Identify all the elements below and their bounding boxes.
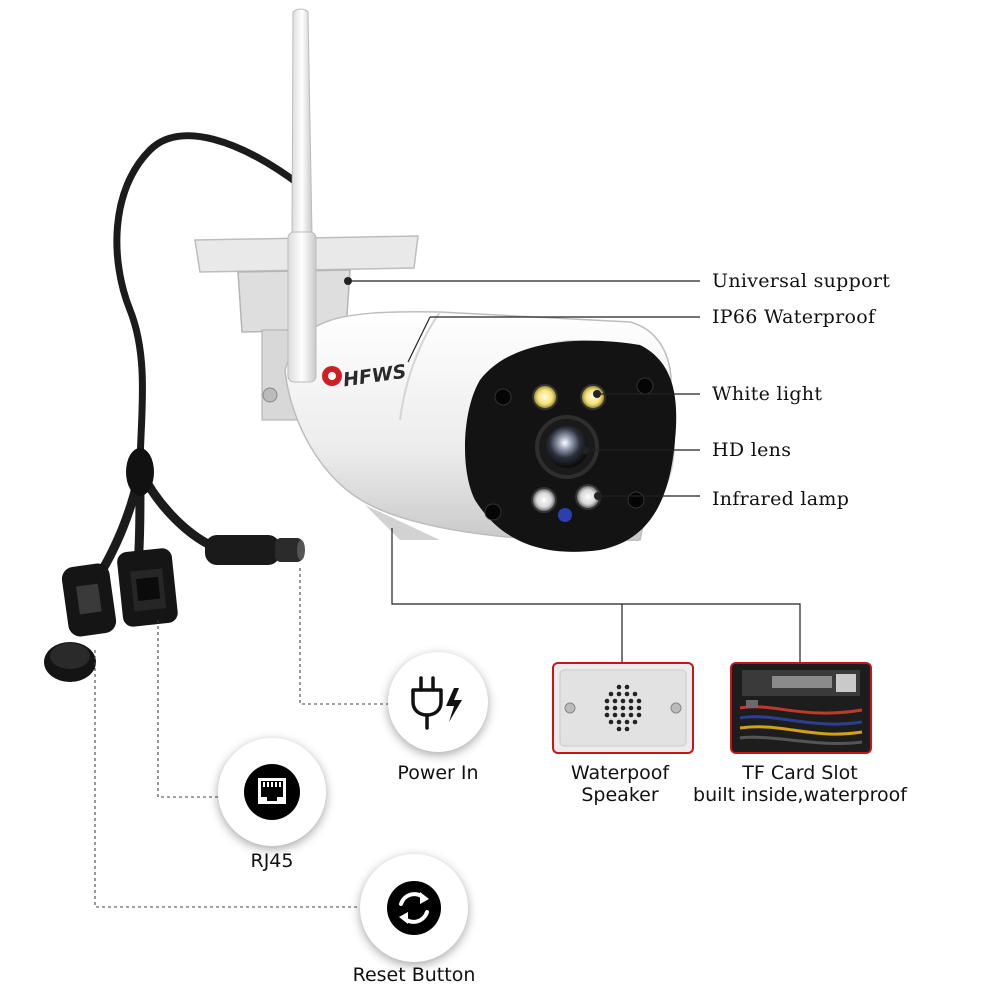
tf-card-slot-card — [730, 662, 872, 754]
power-plug-icon — [411, 676, 462, 730]
main-cable — [113, 132, 304, 474]
rj45-connector-a — [61, 563, 117, 637]
speaker-card — [552, 662, 694, 754]
antenna — [287, 8, 317, 383]
label-infrared-lamp: Infrared lamp — [712, 488, 850, 510]
rj45-label: RJ45 — [250, 850, 294, 872]
speaker-label-line1: Waterpoof — [570, 762, 670, 784]
rj45-connector-b — [117, 548, 178, 627]
callout-lines — [348, 280, 801, 662]
speaker-grille-icon — [559, 669, 687, 747]
label-universal-support: Universal support — [712, 270, 891, 292]
tf-card-label-line2: built inside,waterproof — [693, 784, 907, 806]
label-ip66-waterproof: IP66 Waterproof — [712, 306, 876, 328]
rj45-badge — [218, 738, 326, 846]
circuit-board-photo — [732, 664, 870, 752]
ethernet-port-icon — [258, 778, 286, 804]
dashed-lines — [94, 568, 390, 908]
tf-card-label-line1: TF Card Slot — [742, 762, 858, 784]
reset-arrows-icon — [399, 892, 429, 924]
cable-splitter — [126, 448, 154, 496]
camera-front — [464, 340, 677, 552]
power-in-badge — [388, 652, 488, 752]
reset-button-label: Reset Button — [352, 964, 476, 986]
power-jack — [205, 535, 305, 565]
speaker-label-line2: Speaker — [581, 784, 659, 806]
rubber-cap — [44, 642, 96, 682]
reset-button-badge — [360, 854, 468, 962]
label-hd-lens: HD lens — [712, 439, 792, 461]
label-white-light: White light — [712, 383, 823, 405]
power-in-label: Power In — [397, 762, 479, 784]
